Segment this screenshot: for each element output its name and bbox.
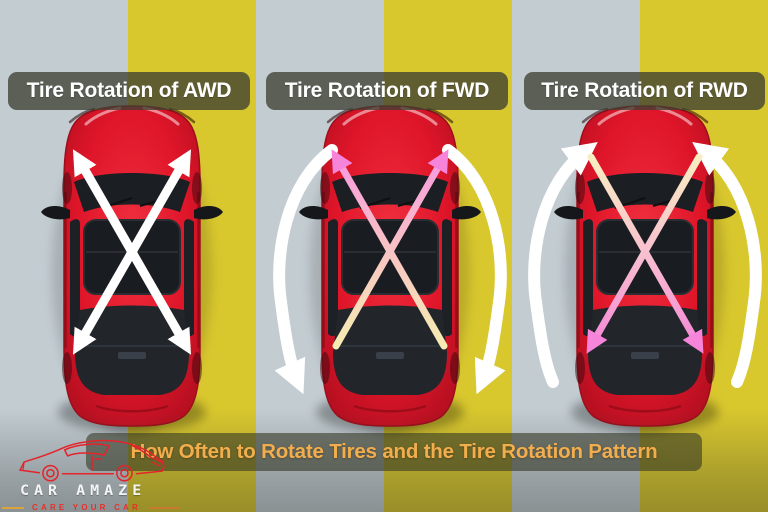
caption-text: How Often to Rotate Tires and the Tire R… <box>130 440 658 463</box>
tagline-right-dash <box>149 506 180 509</box>
awd-crisscross-arrows-icon <box>72 149 192 355</box>
fwd-cross-arrows-to-front-icon <box>331 149 449 350</box>
brand-tagline: CARE YOUR CAR <box>32 503 142 512</box>
panel-fwd <box>270 100 510 440</box>
brand-name: CAR AMAZE <box>20 482 147 499</box>
fwd-car-top-view <box>273 100 507 435</box>
classic-car-outline-icon <box>19 439 165 482</box>
panel-title-awd: Tire Rotation of AWD <box>8 72 250 110</box>
fwd-curved-side-arrows-to-rear-icon <box>273 144 507 395</box>
panel-title-fwd: Tire Rotation of FWD <box>266 72 508 110</box>
caption-band: How Often to Rotate Tires and the Tire R… <box>86 433 702 471</box>
rwd-cross-arrows-to-rear-icon <box>586 153 704 354</box>
tagline-left-dash <box>2 506 24 509</box>
brand-tagline-row: CARE YOUR CAR <box>2 503 180 512</box>
panel-title-rwd: Tire Rotation of RWD <box>524 72 765 110</box>
awd-car-top-view <box>12 100 252 435</box>
panel-awd <box>12 100 252 440</box>
rwd-car-top-view <box>528 100 762 435</box>
panel-rwd <box>525 100 765 440</box>
rwd-curved-side-arrows-to-front-icon <box>528 142 762 388</box>
brand-logo: CAR AMAZE CARE YOUR CAR <box>0 432 190 512</box>
